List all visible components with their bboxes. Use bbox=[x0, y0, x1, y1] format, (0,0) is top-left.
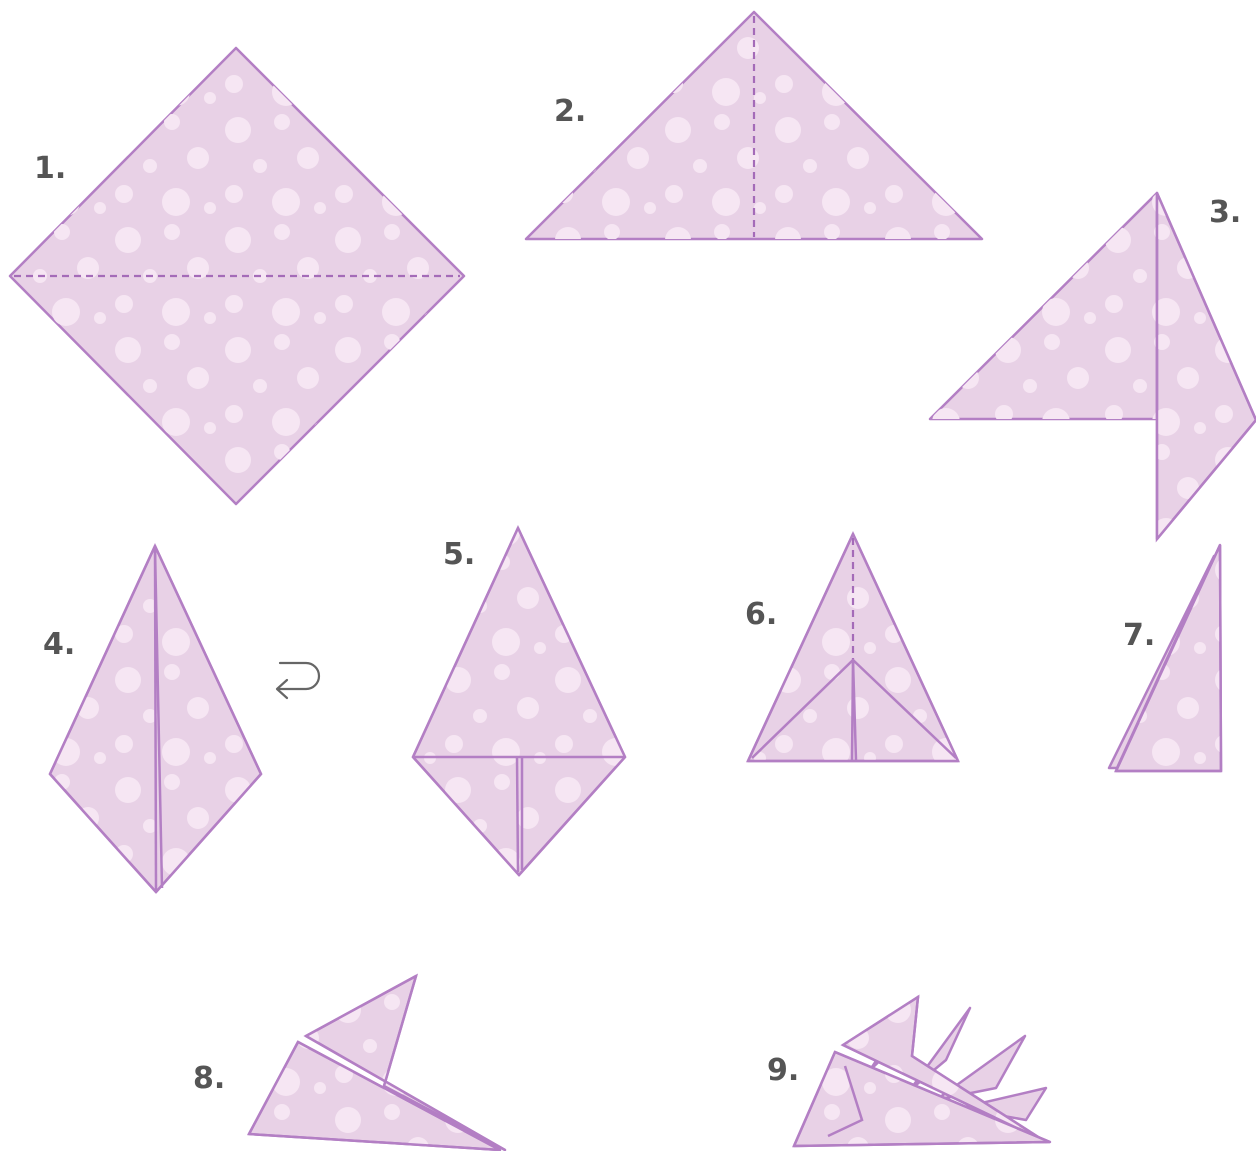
step-6-label: 6. bbox=[745, 597, 777, 632]
step-5-label: 5. bbox=[443, 537, 475, 572]
step-6-figure bbox=[748, 534, 958, 761]
step-2-label: 2. bbox=[554, 94, 586, 129]
step-8-figure bbox=[249, 976, 505, 1150]
step-7-figure bbox=[1109, 545, 1221, 771]
turn-over-arrow-icon bbox=[277, 663, 319, 698]
step-7-label: 7. bbox=[1123, 618, 1155, 653]
step-3-label: 3. bbox=[1209, 195, 1241, 230]
step-9-figure bbox=[794, 997, 1050, 1146]
step-4-label: 4. bbox=[43, 627, 75, 662]
step-9-label: 9. bbox=[767, 1053, 799, 1088]
step-8-label: 8. bbox=[193, 1061, 225, 1096]
step-1-figure bbox=[10, 48, 464, 504]
step-2-figure bbox=[526, 12, 982, 239]
step-1-label: 1. bbox=[34, 151, 66, 186]
step-3-figure bbox=[930, 193, 1256, 539]
step-5-figure bbox=[413, 528, 625, 875]
step-4-figure bbox=[50, 546, 261, 892]
